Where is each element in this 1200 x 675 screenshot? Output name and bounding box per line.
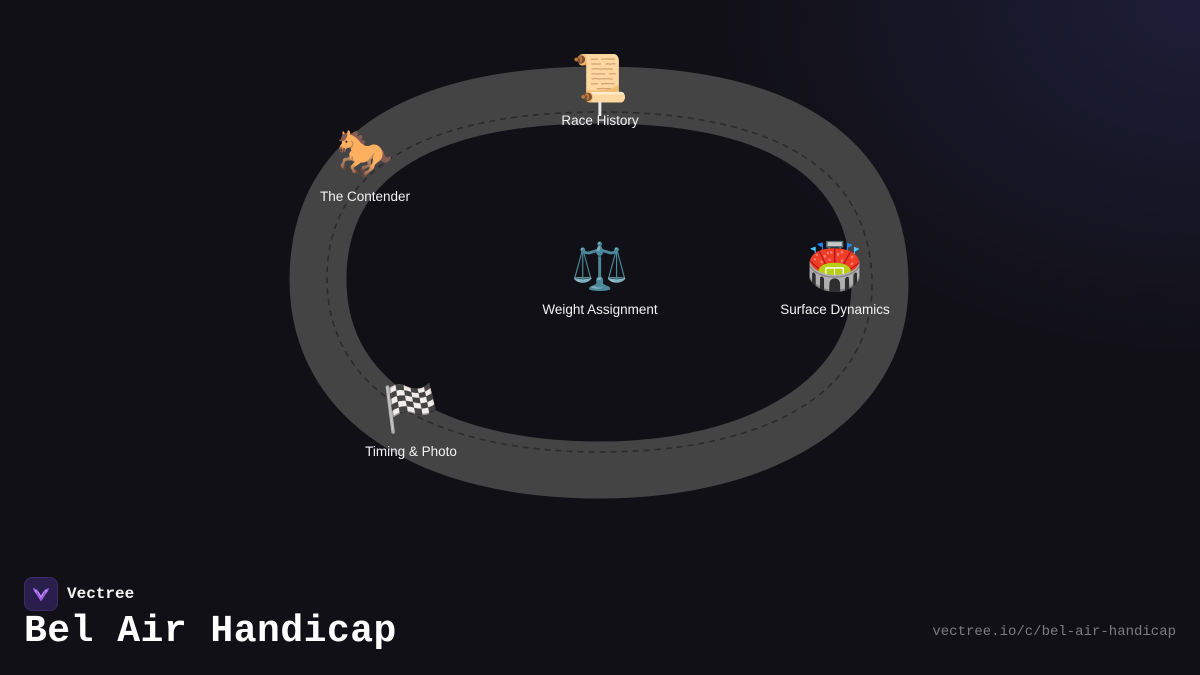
node-label: The Contender bbox=[319, 189, 411, 204]
horse-icon: 🐎 bbox=[336, 126, 394, 180]
checkered-flag-icon: 🏁 bbox=[382, 381, 440, 435]
node-the-contender[interactable]: 🐎 The Contender bbox=[320, 125, 410, 204]
node-label: Race History bbox=[561, 113, 639, 128]
node-label: Timing & Photo bbox=[365, 444, 457, 459]
scroll-icon: 📜 bbox=[571, 51, 629, 105]
track-centerline bbox=[326, 111, 873, 453]
vectree-logo-icon bbox=[24, 577, 58, 611]
node-surface-dynamics[interactable]: 🏟️ Surface Dynamics bbox=[780, 238, 890, 317]
brand-name: Vectree bbox=[67, 585, 135, 603]
node-label: Weight Assignment bbox=[542, 302, 658, 317]
node-label: Surface Dynamics bbox=[780, 302, 890, 317]
brand[interactable]: Vectree bbox=[24, 577, 134, 611]
balance-scale-icon: ⚖️ bbox=[571, 239, 629, 293]
pin-marker bbox=[598, 102, 602, 116]
node-weight-assignment[interactable]: ⚖️ Weight Assignment bbox=[542, 238, 657, 317]
node-race-history[interactable]: 📜 Race History bbox=[561, 48, 638, 128]
page-url[interactable]: vectree.io/c/bel-air-handicap bbox=[932, 624, 1176, 640]
node-timing-photo[interactable]: 🏁 Timing & Photo bbox=[365, 380, 457, 459]
track-surface bbox=[289, 66, 909, 499]
page-title: Bel Air Handicap bbox=[24, 610, 397, 653]
stadium-icon: 🏟️ bbox=[806, 239, 864, 293]
